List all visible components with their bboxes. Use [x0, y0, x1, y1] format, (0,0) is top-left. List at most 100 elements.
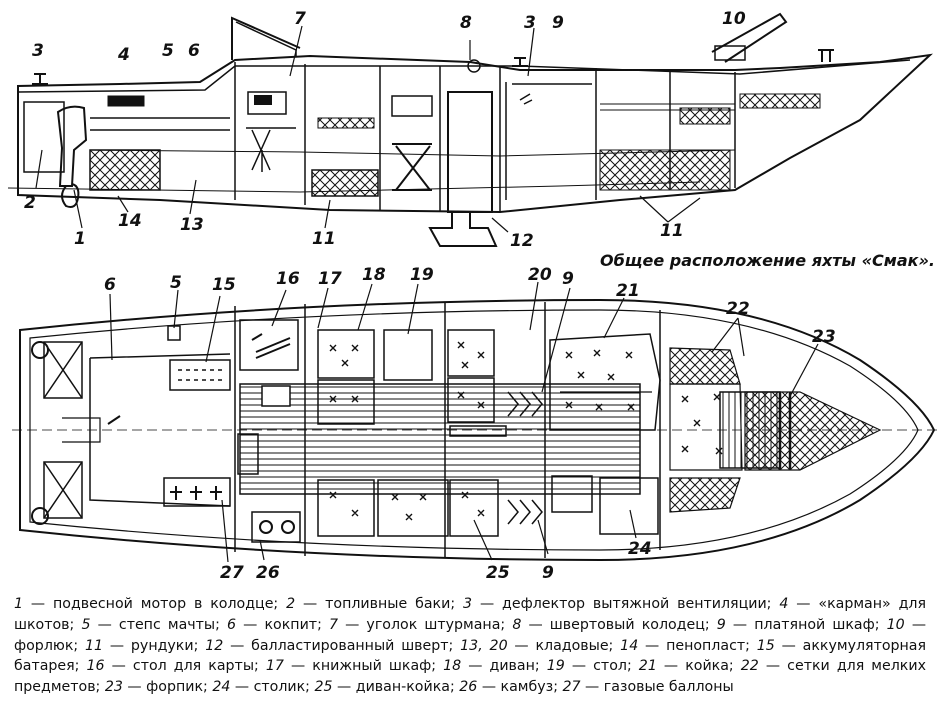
plan-view	[12, 298, 938, 562]
legend-item: 25 — диван-койка;	[314, 679, 459, 695]
legend-item-number: 14	[620, 637, 639, 654]
legend-item-text: — топливные баки;	[295, 596, 464, 612]
plan-labels: 5 6 9 9 15 16 17 18 19 20 21 22 23 24 25…	[104, 265, 836, 583]
legend-item-number: 3	[463, 596, 473, 612]
legend-item-text: — книжный шкаф;	[283, 658, 444, 675]
plan-label-26: 26	[256, 563, 280, 583]
legend-item: 24 — столик;	[212, 679, 314, 695]
foam-block	[89, 149, 161, 191]
yacht-drawing: 1 2 3 3 4 5 6 7 8 9 10 11 11 12 13 14 Об…	[7, 9, 938, 583]
legend-item: 18 — диван;	[443, 658, 547, 674]
side-labels: 1 2 3 3 4 5 6 7 8 9 10 11 11 12 13 14	[24, 9, 746, 251]
side-hull-outline	[17, 53, 934, 214]
side-leader-lines	[35, 25, 701, 233]
legend-item-text: — форпик;	[122, 679, 213, 696]
legend-item: 26 — камбуз;	[459, 679, 562, 695]
legend-item-number: 6	[227, 616, 237, 633]
plan-label-16: 16	[276, 269, 300, 289]
legend-item-number: 12	[205, 637, 224, 654]
side-label-3-stern: 3	[32, 41, 44, 61]
figure-title: Общее расположение яхты «Смак».	[600, 251, 935, 270]
legend-item: 27 — газовые баллоны	[562, 679, 733, 695]
legend-item-number: 11	[85, 637, 104, 654]
table-side	[392, 143, 432, 191]
legend-item-number: 24	[212, 679, 231, 696]
sheet-pocket	[107, 95, 145, 107]
plan-label-21: 21	[616, 281, 640, 301]
berth-port	[549, 333, 661, 431]
battery-box	[169, 359, 231, 391]
plan-label-9-bottom: 9	[542, 563, 554, 583]
plan-label-19: 19	[410, 265, 434, 285]
legend-item-text: — дефлектор вытяжной вентиляции;	[472, 596, 780, 612]
legend-item-text: — диван;	[461, 658, 547, 675]
centreboard-trunk	[447, 91, 493, 213]
gas-bottles	[163, 477, 231, 507]
legend-item: 19 — стол;	[547, 658, 639, 674]
legend-item-number: 13, 20	[460, 637, 508, 654]
legend-item: 13, 20 — кладовые;	[460, 638, 620, 654]
legend-item: 10 — форлюк;	[14, 617, 926, 654]
legend-item-text: — столик;	[230, 679, 315, 696]
legend-item: 21 — койка;	[639, 658, 741, 674]
legend-item: 4 — «карман» для шкотов;	[14, 596, 926, 633]
side-label-8: 8	[460, 13, 472, 33]
legend-item-text: — койка;	[656, 658, 741, 675]
legend-item-text: — рундуки;	[103, 637, 206, 654]
side-elevation	[7, 12, 934, 247]
legend-item-text: — аккумуляторная батарея;	[14, 637, 927, 675]
legend-item-text: — диван-койка;	[332, 679, 460, 696]
legend-item-number: 2	[286, 596, 296, 612]
legend-item-number: 25	[314, 679, 333, 696]
side-label-9: 9	[552, 13, 564, 33]
legend-item: 5 — степс мачты;	[81, 617, 227, 633]
legend-item-number: 4	[779, 596, 789, 612]
legend-item: 6 — кокпит;	[227, 617, 329, 633]
side-label-11-fore: 11	[660, 221, 684, 241]
cushion-marks	[329, 341, 723, 521]
legend-item: 3 — дефлектор вытяжной вентиляции;	[463, 596, 779, 612]
plan-label-23: 23	[812, 327, 836, 347]
side-label-12: 12	[510, 231, 534, 251]
legend-item-text: — балластированный шверт;	[223, 637, 461, 654]
plan-leader-lines	[109, 281, 819, 563]
plan-label-27: 27	[220, 563, 244, 583]
legend-item-number: 7	[328, 616, 338, 633]
plan-label-22: 22	[726, 299, 750, 319]
side-label-2: 2	[24, 193, 36, 213]
legend-item: 8 — швертовый колодец;	[512, 617, 716, 633]
legend-item: 14 — пенопласт;	[620, 638, 757, 654]
legend-item-number: 15	[756, 637, 775, 654]
legend-item: 11 — рундуки;	[85, 638, 205, 654]
legend-item-number: 22	[740, 658, 759, 675]
side-label-5: 5	[162, 41, 174, 61]
outboard-motor	[56, 105, 88, 187]
legend-item-number: 8	[512, 616, 522, 633]
plan-label-18: 18	[362, 265, 386, 285]
side-label-11-aft: 11	[312, 229, 336, 249]
legend-item: 15 — аккумуляторная батарея;	[14, 638, 926, 675]
legend-item-text: — подвесной мотор в колодце;	[23, 596, 287, 612]
legend-item: 12 — балластированный шверт;	[205, 638, 460, 654]
side-label-4: 4	[117, 45, 130, 65]
plan-label-24: 24	[628, 539, 652, 559]
legend-item: 16 — стол для карты;	[87, 658, 266, 674]
side-label-14: 14	[118, 211, 142, 231]
legend-item: 2 — топливные баки;	[286, 596, 463, 612]
deck-line	[17, 59, 911, 93]
legend-item-text: — платяной шкаф;	[725, 616, 887, 633]
legend-item-text: — стол;	[564, 658, 639, 675]
side-label-1: 1	[74, 229, 86, 249]
legend-item-text: — стол для карты;	[104, 658, 266, 675]
legend-item-number: 26	[459, 679, 478, 696]
legend-item-number: 1	[14, 596, 24, 612]
legend-item-text: — пенопласт;	[638, 637, 757, 654]
legend-item-text: — форлюк;	[14, 616, 927, 654]
legend-item-number: 23	[104, 679, 123, 696]
legend-item-number: 19	[546, 658, 565, 675]
legend-item-text: — «карман» для шкотов;	[14, 596, 927, 633]
galley-stove	[251, 511, 301, 543]
side-label-6: 6	[188, 41, 200, 61]
plan-label-5: 5	[170, 273, 182, 293]
